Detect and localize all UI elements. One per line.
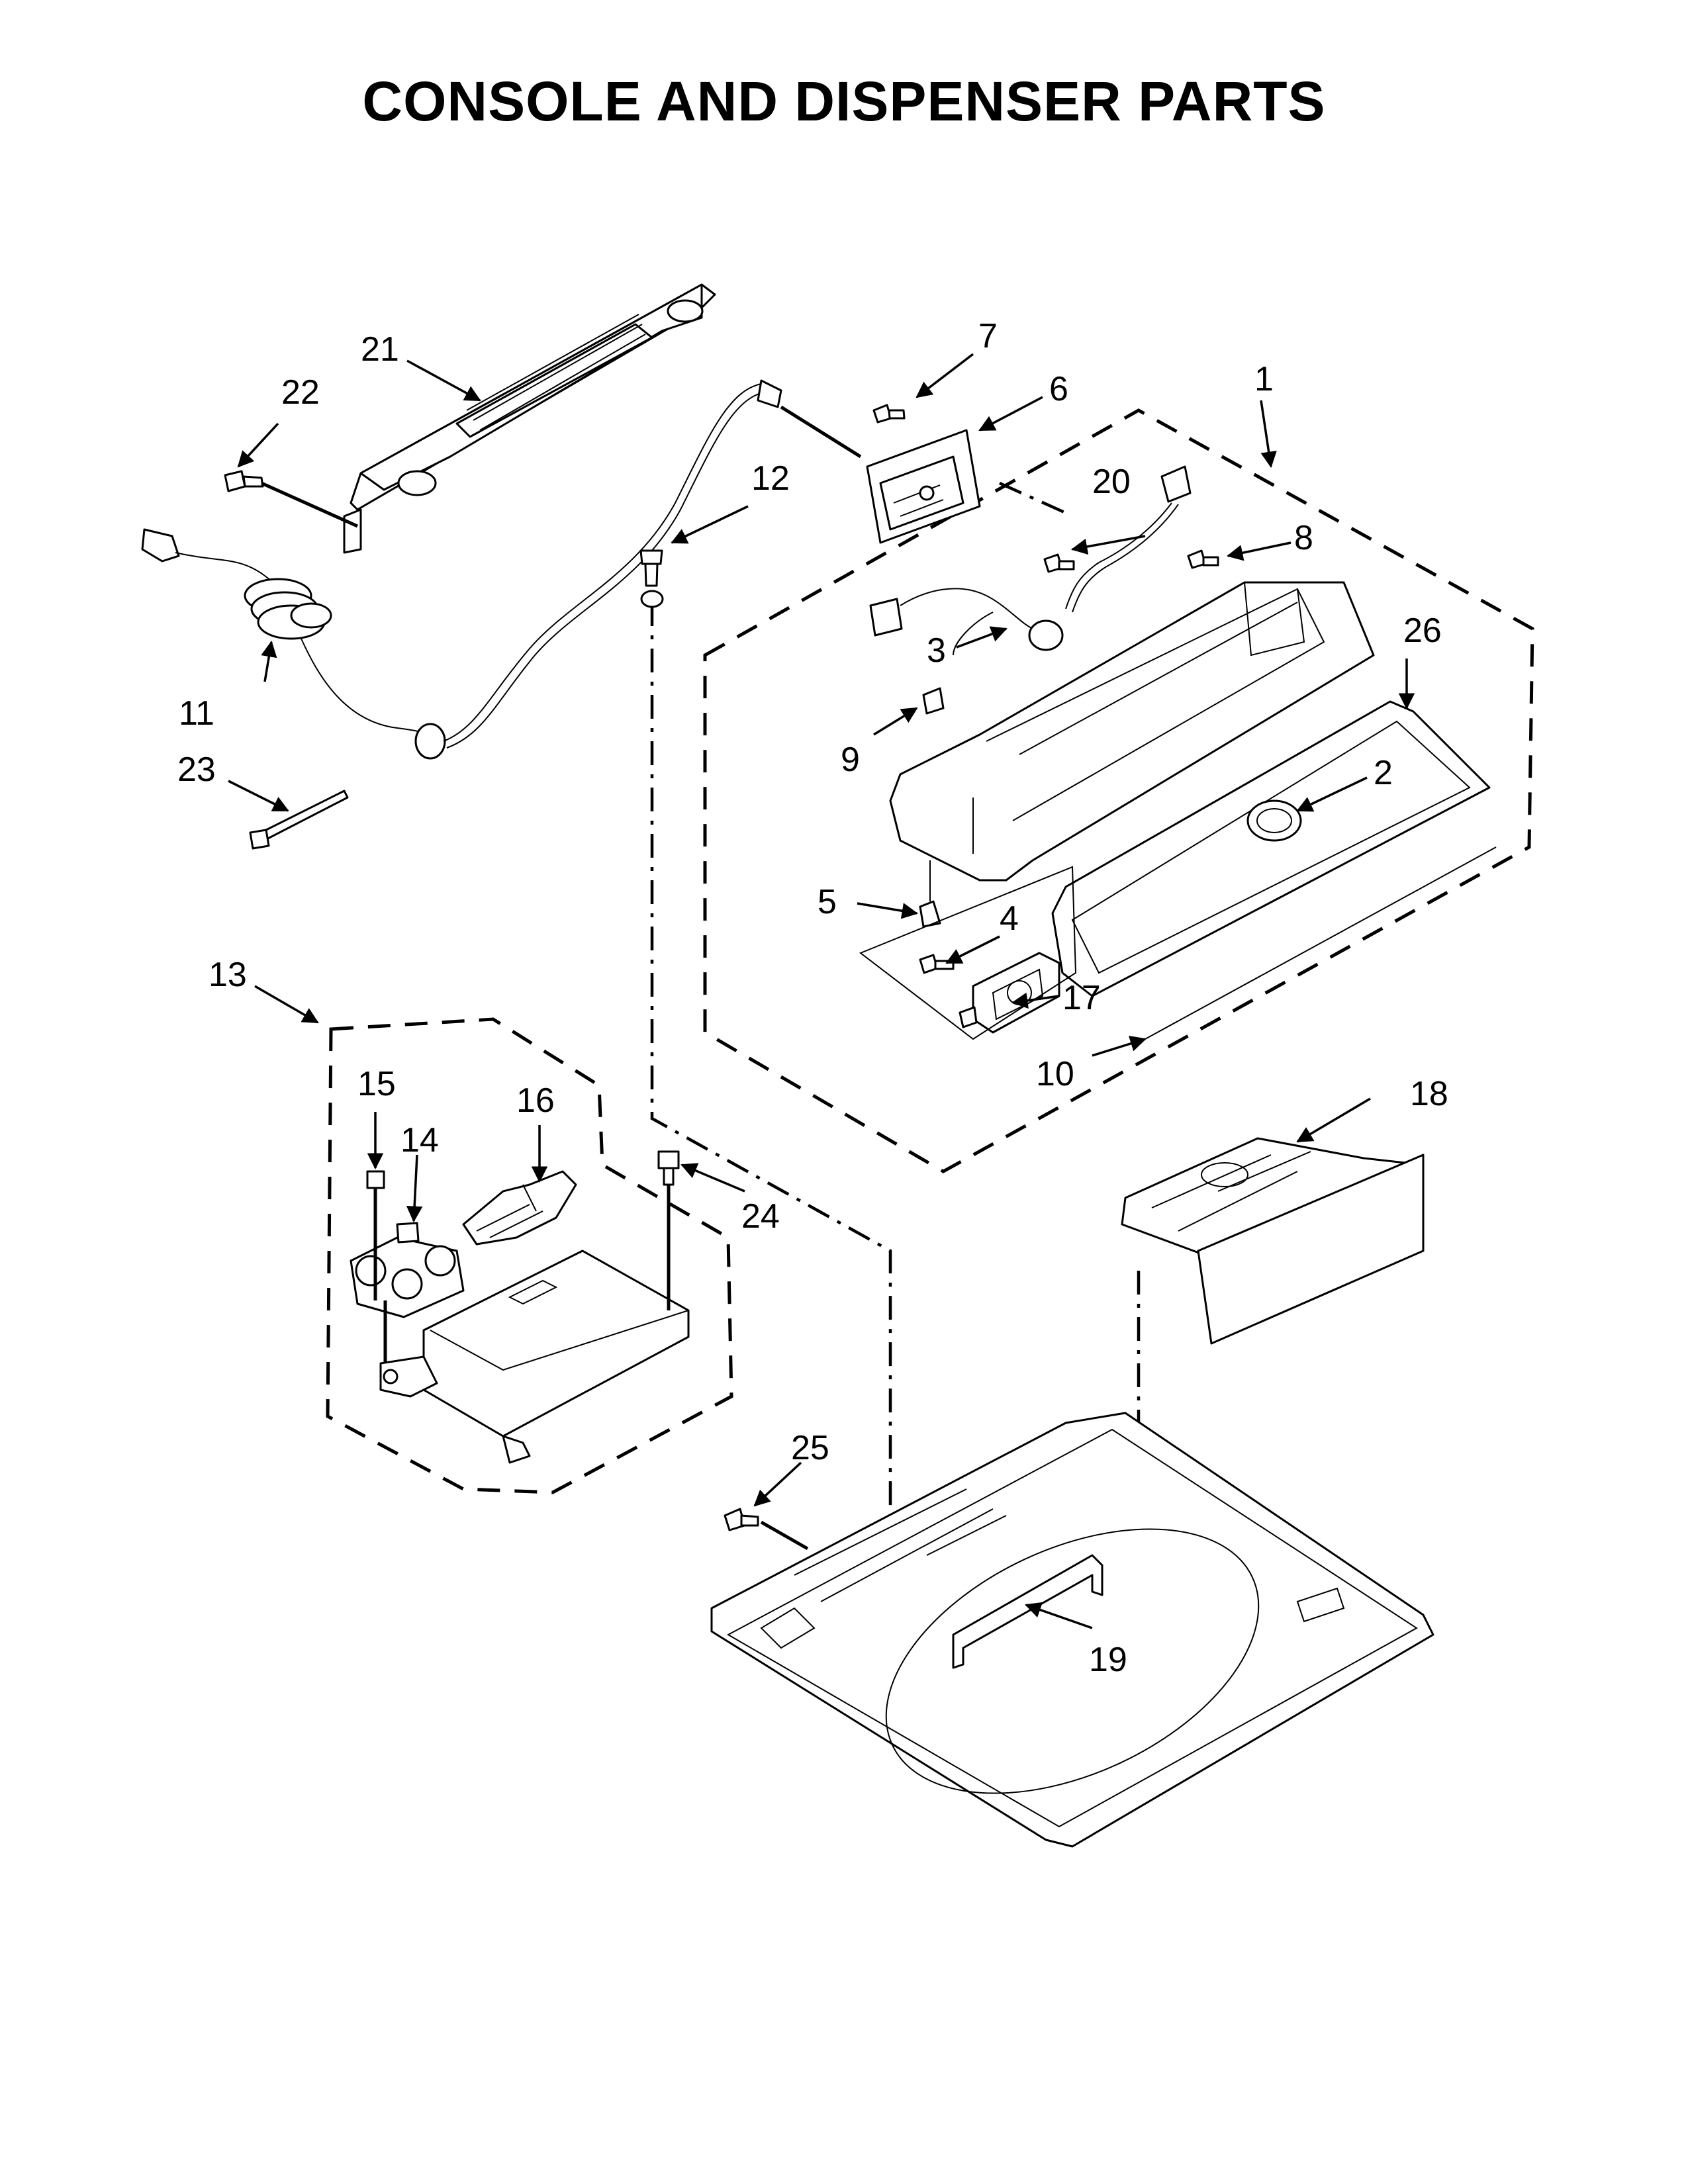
cable-tie: [249, 790, 349, 850]
console-overlay: [1051, 700, 1491, 997]
screw-15: [366, 1170, 385, 1300]
callout-16: 16: [516, 1081, 555, 1120]
water-valve: [350, 1222, 465, 1318]
callout-1: 1: [1254, 360, 1274, 398]
screw-22: [224, 470, 264, 492]
clip-5: [919, 860, 941, 928]
shelf-outline: [859, 866, 1077, 1040]
washer-top: [710, 1412, 1434, 1848]
cycle-knob: [1246, 799, 1302, 842]
screw-4: [919, 954, 955, 974]
callout-15: 15: [357, 1065, 396, 1103]
callout-11: 11: [179, 694, 214, 733]
screw-7: [872, 404, 906, 424]
console-wire-harness: [443, 379, 862, 749]
ground-screw-12: [639, 549, 664, 608]
ui-board: [866, 429, 981, 544]
ground-wire-path: [650, 602, 892, 1602]
leader-arrows: [228, 353, 1415, 1629]
callout-3: 3: [927, 631, 946, 670]
callout-14: 14: [400, 1121, 439, 1160]
callout-21: 21: [361, 330, 399, 369]
page-title: CONSOLE AND DISPENSER PARTS: [362, 70, 1326, 132]
callout-7: 7: [978, 317, 998, 355]
console-body: [889, 581, 1375, 882]
callout-25: 25: [791, 1429, 829, 1467]
callout-19: 19: [1089, 1641, 1127, 1679]
callout-10: 10: [1036, 1055, 1074, 1093]
callout-17: 17: [1062, 979, 1101, 1017]
rod-10: [1145, 846, 1497, 1040]
callout-18: 18: [1410, 1075, 1448, 1113]
screw-20: [1043, 553, 1075, 573]
callout-23: 23: [177, 751, 216, 789]
screw-8: [1187, 549, 1219, 569]
callout-9: 9: [841, 741, 860, 779]
callout-26: 26: [1403, 612, 1442, 650]
lid-switch-3: [869, 588, 1064, 656]
callout-24: 24: [741, 1197, 780, 1236]
callout-5: 5: [818, 883, 837, 921]
console-rear-panel: [343, 283, 716, 554]
screw-25: [724, 1508, 809, 1551]
group-13-boundary: [326, 1017, 733, 1494]
callout-8: 8: [1294, 519, 1313, 557]
callout-22: 22: [281, 373, 320, 412]
console-harness-20: [1065, 465, 1192, 613]
screw-24: [657, 1150, 680, 1310]
console-to-top-path: [999, 481, 1066, 515]
callout-4: 4: [1000, 899, 1019, 938]
screw-22-line: [260, 481, 359, 528]
group-1-boundary: [703, 408, 1534, 1173]
machine-control-unit: [379, 1250, 690, 1464]
callout-6: 6: [1049, 370, 1068, 408]
callout-20: 20: [1092, 463, 1131, 501]
callout-12: 12: [751, 459, 790, 498]
clip-9: [922, 687, 945, 715]
power-cord: [141, 528, 446, 760]
dispenser-drawer: [1121, 1137, 1425, 1345]
callout-2: 2: [1374, 754, 1393, 792]
callout-13: 13: [209, 956, 247, 994]
valve-harness-16: [462, 1170, 577, 1246]
